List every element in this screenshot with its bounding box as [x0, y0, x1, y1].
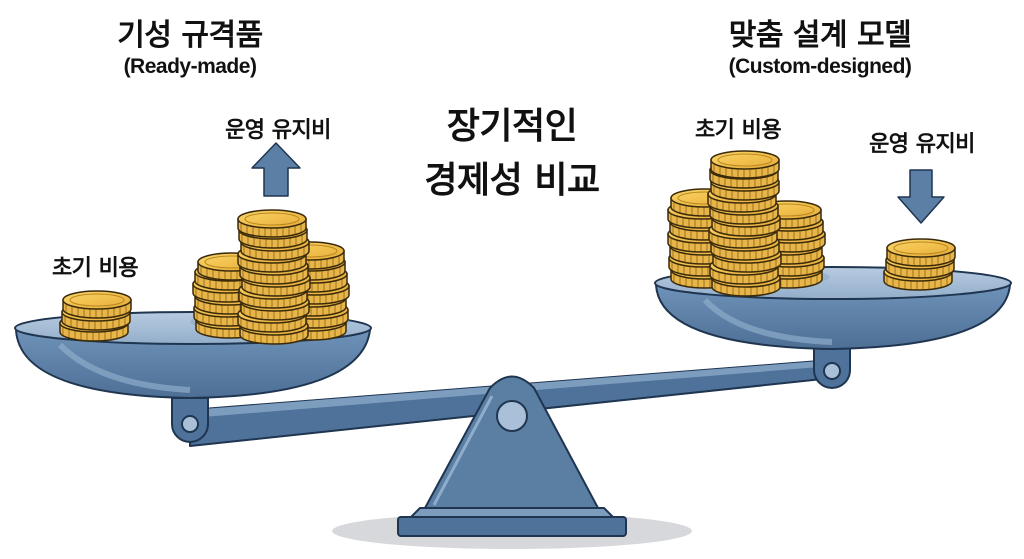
arrow-down-icon [897, 169, 945, 224]
right-initial-cost-label: 초기 비용 [694, 118, 782, 143]
right-pan-hanger [813, 344, 851, 389]
left-initial-cost-coins [59, 290, 132, 342]
center-title-line1: 장기적인 [446, 106, 578, 147]
right-initial-cost-coins [667, 150, 826, 297]
scale-fulcrum [397, 375, 627, 537]
right-subtitle: (Custom-designed) [728, 55, 912, 78]
left-maintenance-label: 운영 유지비 [225, 118, 331, 143]
right-title: 맞춤 설계 모델 [728, 18, 912, 53]
left-initial-cost-label: 초기 비용 [51, 256, 139, 281]
center-title-line2: 경제성 비교 [424, 160, 600, 201]
center-title: 장기적인 경제성 비교 [424, 100, 600, 208]
right-maintenance-label: 운영 유지비 [869, 132, 975, 157]
arrow-up-icon [251, 142, 301, 197]
left-pan-hanger [171, 397, 209, 443]
left-title: 기성 규격품 [117, 18, 263, 53]
left-maintenance-coins [192, 209, 350, 345]
right-maintenance-coins [883, 238, 956, 291]
fulcrum-pivot [496, 400, 528, 432]
left-subtitle: (Ready-made) [123, 55, 257, 78]
